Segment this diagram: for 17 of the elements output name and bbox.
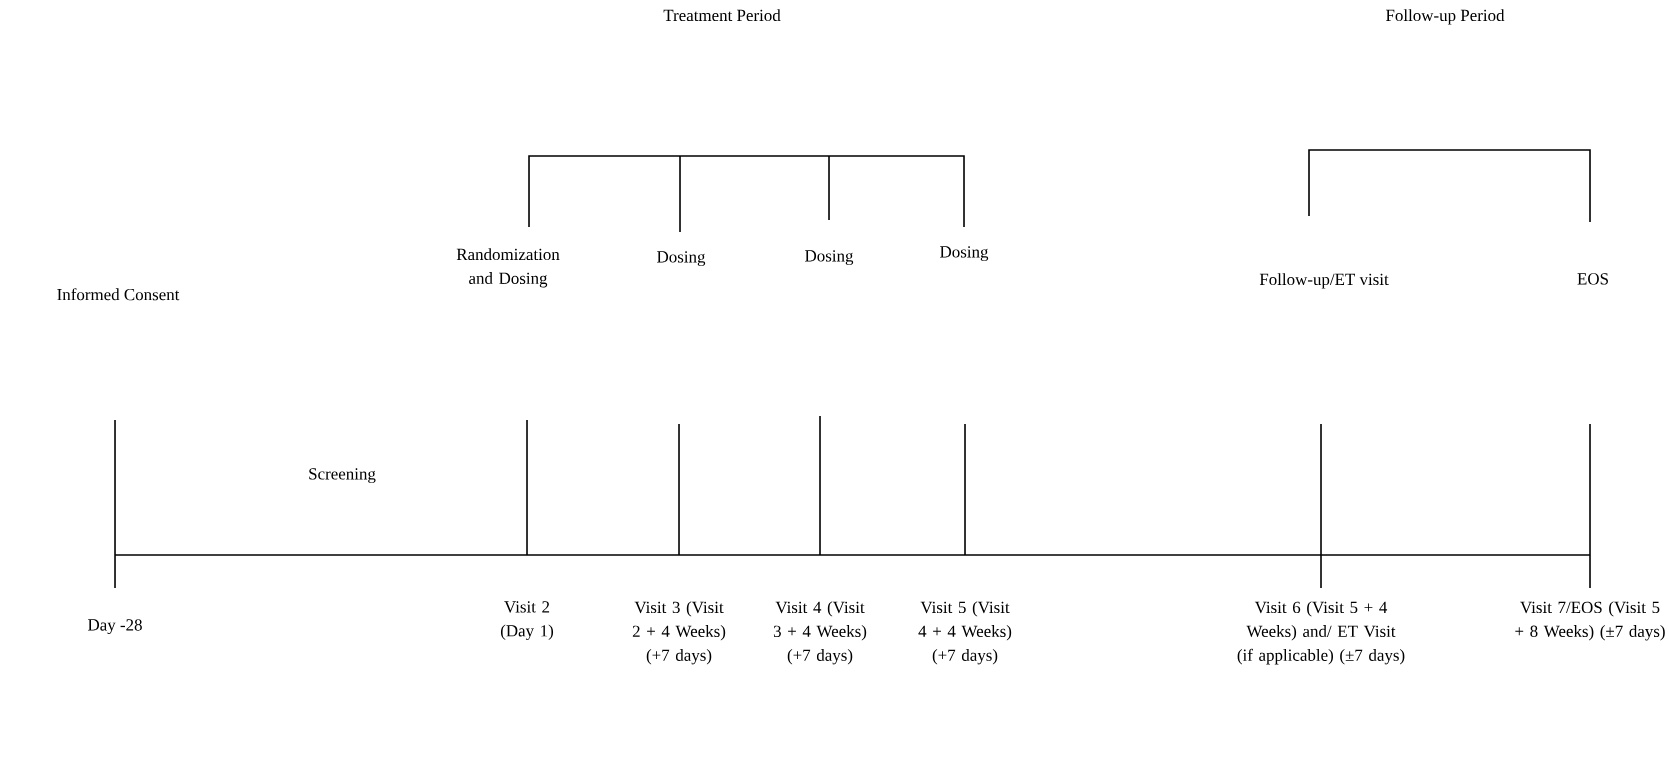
visit-label: Visit 3 (Visit 2 + 4 Weeks) (+7 days) <box>632 601 726 665</box>
visit-label: Visit 7/EOS (Visit 5 + 8 Weeks) (±7 days) <box>1515 601 1665 641</box>
day-label: Day -28 <box>88 619 142 635</box>
event-label: Informed Consent <box>57 288 180 301</box>
event-label: EOS <box>1577 273 1608 285</box>
visit-label: Visit 4 (Visit 3 + 4 Weeks) (+7 days) <box>773 601 867 665</box>
event-label: Randomization and Dosing <box>456 248 560 288</box>
visit-label: Visit 5 (Visit 4 + 4 Weeks) (+7 days) <box>918 601 1012 665</box>
period-heading: Follow-up Period <box>1386 9 1505 25</box>
visit-label: Visit 2 (Day 1) <box>500 601 554 640</box>
event-label: Follow-up/ET visit <box>1259 273 1389 289</box>
visit-label: Visit 6 (Visit 5 + 4 Weeks) and/ ET Visit (if applicable) (±7 days) <box>1237 601 1405 665</box>
phase-label: Screening <box>309 468 376 484</box>
event-label: Dosing <box>657 251 706 267</box>
event-label: Dosing <box>940 246 989 262</box>
event-label: Dosing <box>805 250 854 266</box>
period-heading: Treatment Period <box>663 9 781 22</box>
